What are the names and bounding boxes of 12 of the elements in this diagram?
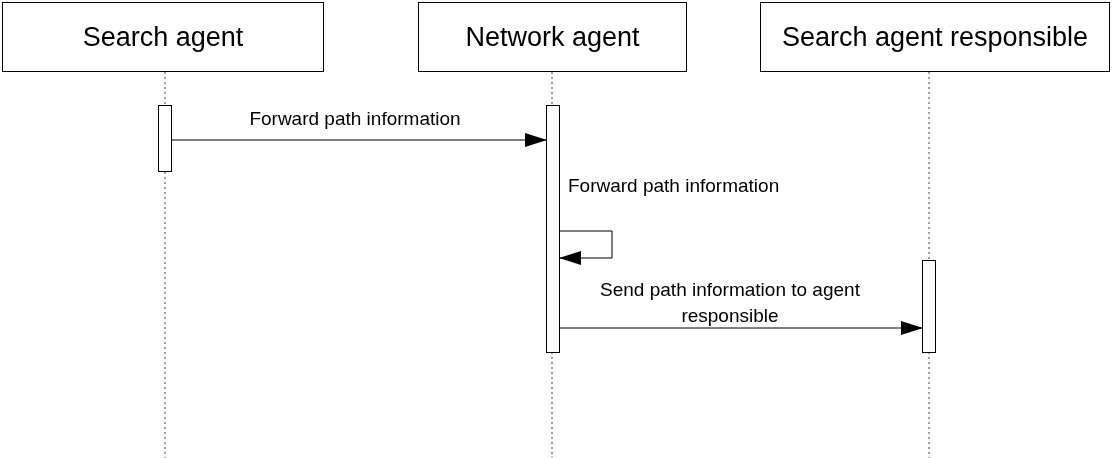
message-arrow (559, 321, 923, 335)
activation-bar (158, 105, 172, 172)
message-arrow (559, 230, 613, 265)
participant-box: Search agent responsible (760, 2, 1110, 72)
activation-bar (922, 260, 936, 353)
edge-label: Forward path information (568, 174, 781, 198)
edge-label: Forward path information (248, 107, 462, 131)
activation-bar (546, 105, 560, 353)
participant-box: Network agent (418, 2, 687, 72)
edge-label: Send path information to agent responsible (599, 278, 861, 328)
participant-box: Search agent (2, 2, 324, 72)
message-arrow (171, 133, 547, 147)
